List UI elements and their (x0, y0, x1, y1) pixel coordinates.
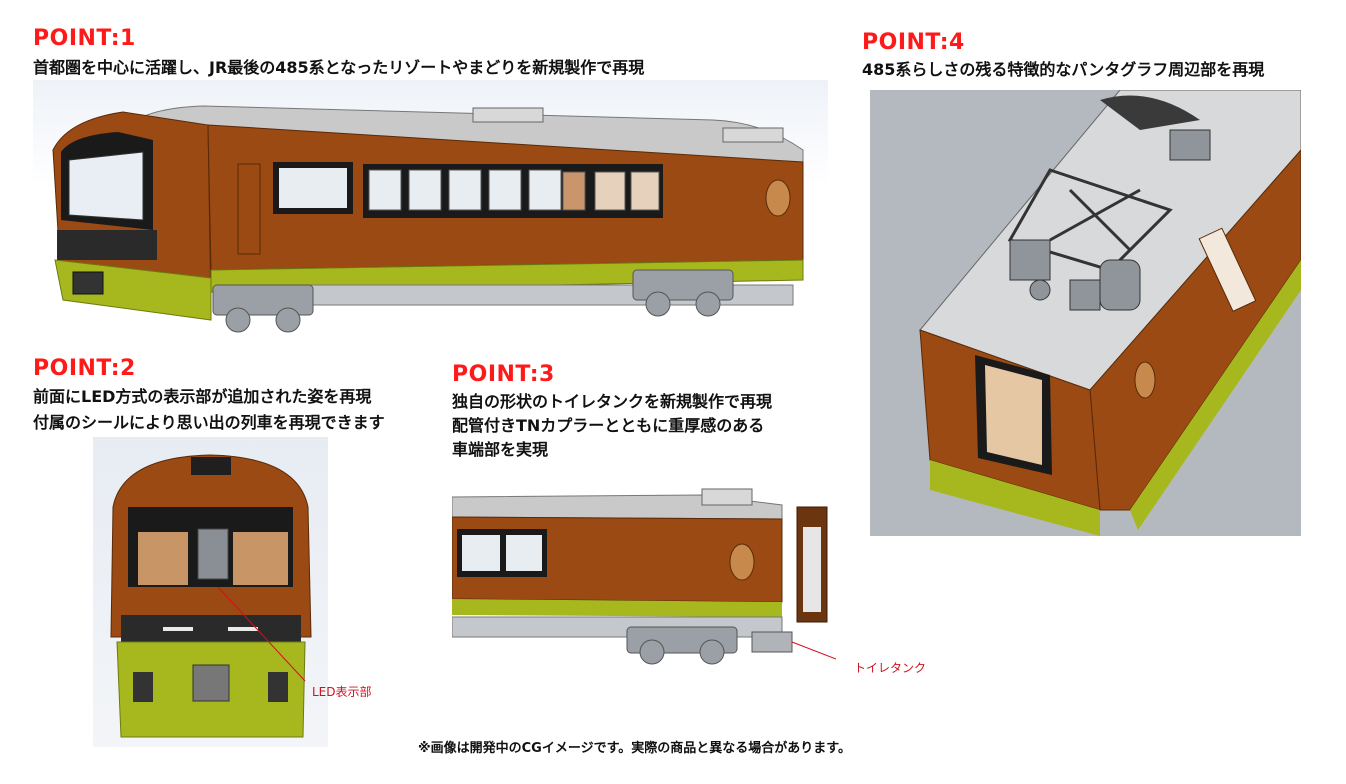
point4-heading: POINT:4 (862, 30, 965, 55)
car-side-view-image (33, 80, 828, 342)
point1-text: 首都圏を中心に活躍し、JR最後の485系となったリゾートやまどりを新規製作で再現 (33, 58, 645, 77)
footnote: ※画像は開発中のCGイメージです。実際の商品と異なる場合があります。 (418, 741, 851, 756)
point3-heading: POINT:3 (452, 362, 555, 387)
point3-line1: 独自の形状のトイレタンクを新規製作で再現 (452, 392, 773, 411)
car-end-image (452, 487, 836, 672)
point4-text: 485系らしさの残る特徴的なパンタグラフ周辺部を再現 (862, 60, 1265, 79)
point3-line3: 車端部を実現 (452, 440, 549, 459)
led-display-callout: LED表示部 (312, 685, 372, 699)
point2-heading: POINT:2 (33, 356, 136, 381)
point2-line1: 前面にLED方式の表示部が追加された姿を再現 (33, 387, 372, 406)
toilet-tank-callout: トイレタンク (854, 661, 927, 675)
point1-heading: POINT:1 (33, 26, 136, 51)
point3-line2: 配管付きTNカプラーとともに重厚感のある (452, 416, 765, 435)
front-view-image (93, 437, 328, 747)
point2-line2: 付属のシールにより思い出の列車を再現できます (33, 413, 385, 432)
pantograph-area-image (870, 90, 1301, 536)
